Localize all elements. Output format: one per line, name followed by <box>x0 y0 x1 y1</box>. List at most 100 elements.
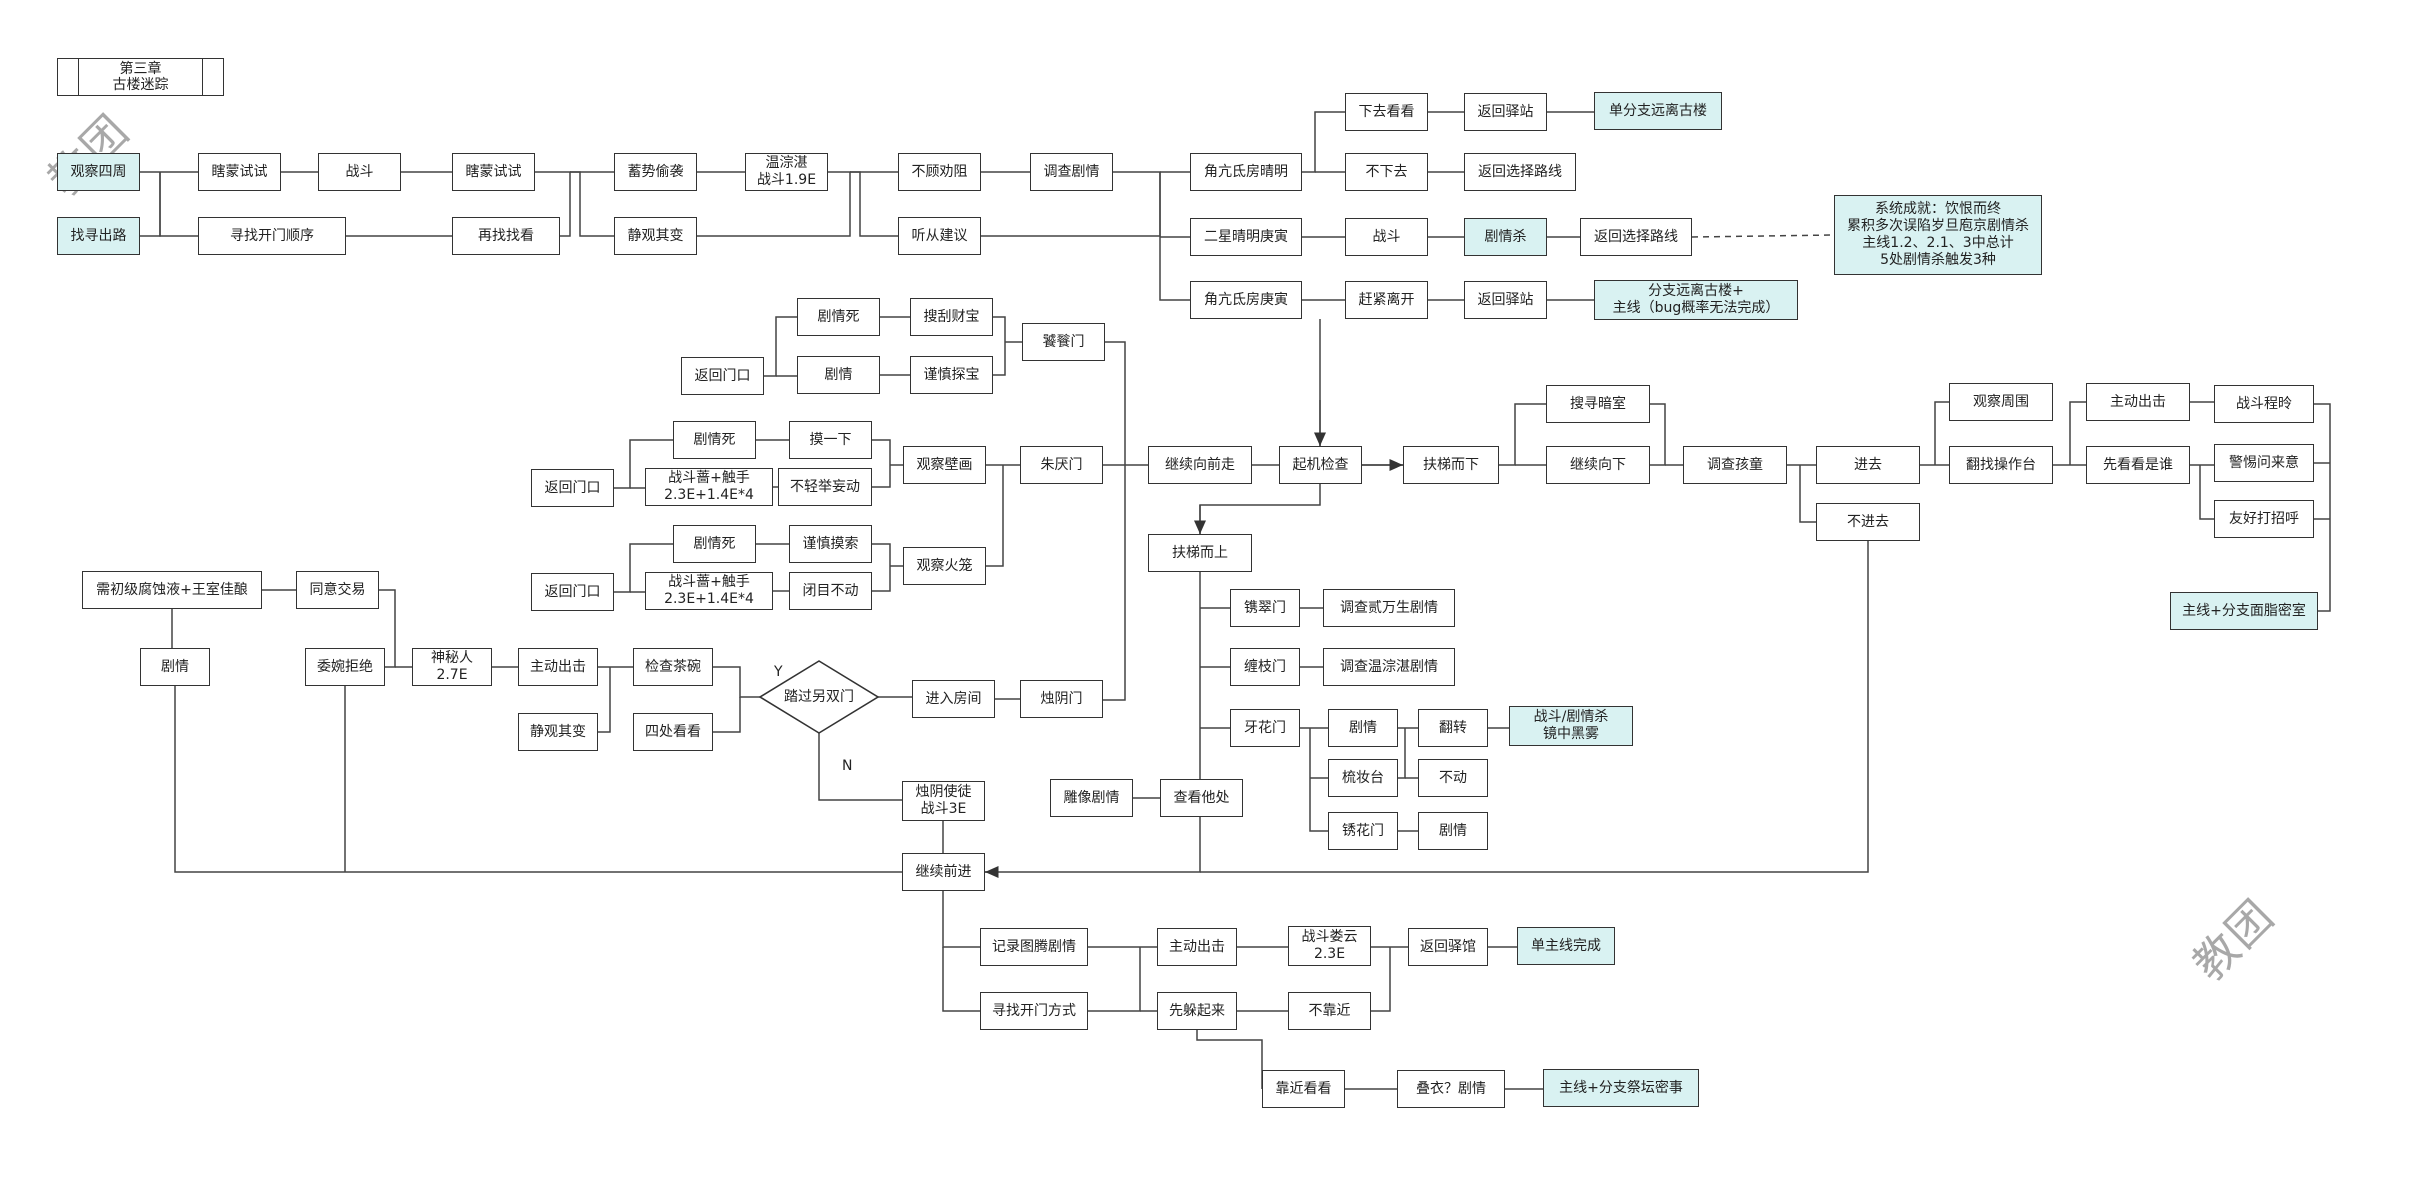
node-fanhui4: 返回驿站 <box>1464 281 1547 319</box>
node-wenzong: 温淙湛 战斗1.9E <box>745 153 828 191</box>
connector-line <box>818 733 902 801</box>
node-fanhui1: 返回驿站 <box>1464 93 1547 131</box>
connector-line <box>993 316 1006 376</box>
node-jq4: 剧情 <box>140 648 210 686</box>
node-dan: 单分支远离古楼 <box>1594 92 1722 130</box>
node-youhao: 友好打招呼 <box>2214 500 2314 538</box>
connector-line <box>1302 111 1345 173</box>
connector-line <box>942 891 980 948</box>
node-jqs1: 剧情杀 <box>1464 218 1547 256</box>
connector-line <box>379 589 396 668</box>
connector-line <box>1371 947 1391 1012</box>
node-jqsi1: 剧情死 <box>797 298 880 336</box>
node-yahua: 牙花门 <box>1230 709 1300 747</box>
node-guanzhou: 观察周围 <box>1949 383 2053 421</box>
node-guanhuo: 观察火笼 <box>903 547 986 585</box>
node-zhandou2: 战斗 <box>1345 218 1428 256</box>
connector-line <box>942 947 980 1012</box>
node-bugu: 不顾劝阻 <box>898 153 981 191</box>
chapter-title: 第三章 古楼迷踪 <box>112 61 169 93</box>
node-zhandou1: 战斗 <box>318 153 401 191</box>
node-fanzhao: 翻找操作台 <box>1949 446 2053 484</box>
node-xunzhao: 寻找开门顺序 <box>198 217 346 255</box>
node-fenzhi: 分支远离古楼+ 主线（bug概率无法完成） <box>1594 280 1798 320</box>
connector-line <box>174 686 902 873</box>
node-futishang: 扶梯而上 <box>1148 534 1252 572</box>
node-mengB: 瞎蒙试试 <box>452 153 535 191</box>
node-buxiaqu: 不下去 <box>1345 153 1428 191</box>
connector-line <box>1196 1030 1263 1089</box>
node-buqing: 不轻举妄动 <box>778 468 872 506</box>
node-zhanling: 战斗程昤 <box>2214 385 2314 423</box>
connector-line <box>850 171 898 237</box>
node-system: 系统成就：饮恨而终 累积多次误陷岁旦庖京剧情杀 主线1.2、2.1、3中总计 5… <box>1834 195 2042 275</box>
node-jiaokang: 角亢氐房晴明 <box>1190 153 1302 191</box>
node-jingguan2: 静观其变 <box>518 713 598 751</box>
node-shenmi: 神秘人 2.7E <box>412 648 492 686</box>
node-bukaojin: 不靠近 <box>1288 992 1371 1030</box>
title-right-bar <box>202 59 203 95</box>
node-souguan: 搜刮财宝 <box>910 298 993 336</box>
node-erxing: 二星晴明庚寅 <box>1190 218 1302 256</box>
node-bujinqu: 不进去 <box>1816 503 1920 541</box>
node-jingzhong: 战斗/剧情杀 镜中黑雾 <box>1509 706 1633 746</box>
node-jq2: 剧情 <box>1328 709 1398 747</box>
node-weiwan: 委婉拒绝 <box>305 648 385 686</box>
connector-line <box>2069 401 2086 465</box>
connector-line <box>535 171 571 237</box>
connector-line <box>697 171 851 237</box>
node-xiuhua: 锈花门 <box>1328 812 1398 850</box>
decision-yes-label: Y <box>774 664 783 680</box>
connector-line <box>2314 403 2331 612</box>
node-mengA: 瞎蒙试试 <box>198 153 281 191</box>
node-tingcong: 听从建议 <box>898 217 981 255</box>
node-dieyi: 叠衣？剧情 <box>1397 1070 1505 1108</box>
node-jiaokang2: 角亢氐房庚寅 <box>1190 281 1302 319</box>
node-taguo: 踏过另双门 <box>784 688 854 705</box>
node-zhuji: 主线+分支祭坛密事 <box>1543 1069 1699 1107</box>
connector-line <box>872 543 891 592</box>
node-jiancha: 检查茶碗 <box>633 648 713 686</box>
node-danzhu: 单主线完成 <box>1517 927 1615 965</box>
connector-line <box>1398 728 1406 779</box>
node-jq3: 剧情 <box>1418 812 1488 850</box>
node-fhmk1: 返回门口 <box>681 357 764 395</box>
node-jinru: 进入房间 <box>912 680 995 718</box>
node-fhmk3: 返回门口 <box>531 573 614 611</box>
node-tiecan: 饕餮门 <box>1022 323 1105 361</box>
node-xushi: 蓄势偷袭 <box>614 153 697 191</box>
node-zdc1: 战斗蔷+触手 2.3E+1.4E*4 <box>645 468 773 506</box>
node-guancha: 观察四周 <box>57 153 140 191</box>
connector-line <box>570 171 614 237</box>
node-jixuxia: 继续向下 <box>1546 446 1650 484</box>
node-bimu: 闭目不动 <box>789 572 872 610</box>
connector-line <box>1200 541 1869 873</box>
node-zdlouyun: 战斗娄云 2.3E <box>1288 926 1371 966</box>
node-jqsi3: 剧情死 <box>673 525 756 563</box>
dashed-connector <box>1691 234 1835 238</box>
node-moyi: 摸一下 <box>789 421 872 459</box>
node-zhuyin: 烛阴门 <box>1020 680 1103 718</box>
connector-line <box>1088 947 1141 1012</box>
node-xiaqu: 下去看看 <box>1345 93 1428 131</box>
node-zdc2: 战斗蔷+触手 2.3E+1.4E*4 <box>645 572 773 610</box>
chapter-title-box: 第三章 古楼迷踪 <box>57 58 224 96</box>
node-shuzhuang: 梳妆台 <box>1328 759 1398 797</box>
connector-line <box>1103 341 1126 701</box>
node-xiankan: 先看看是谁 <box>2086 446 2190 484</box>
node-sichu: 四处看看 <box>633 713 713 751</box>
node-zhuyinshi: 烛阴使徒 战斗3E <box>902 781 985 821</box>
node-jixuqian: 继续前进 <box>902 853 985 891</box>
connector-line <box>985 817 1201 873</box>
node-qiji: 起机检查 <box>1279 446 1362 484</box>
node-kaojin: 靠近看看 <box>1262 1070 1345 1108</box>
node-zhaoxun: 找寻出路 <box>57 217 140 255</box>
connector-line <box>764 316 797 377</box>
node-zaizhao: 再找找看 <box>452 217 560 255</box>
node-jixu1: 继续向前走 <box>1148 446 1252 484</box>
connector-line <box>1650 403 1666 466</box>
node-jingguan1: 静观其变 <box>614 217 697 255</box>
node-fanzhuan: 翻转 <box>1418 709 1488 747</box>
connector-line <box>614 543 673 593</box>
